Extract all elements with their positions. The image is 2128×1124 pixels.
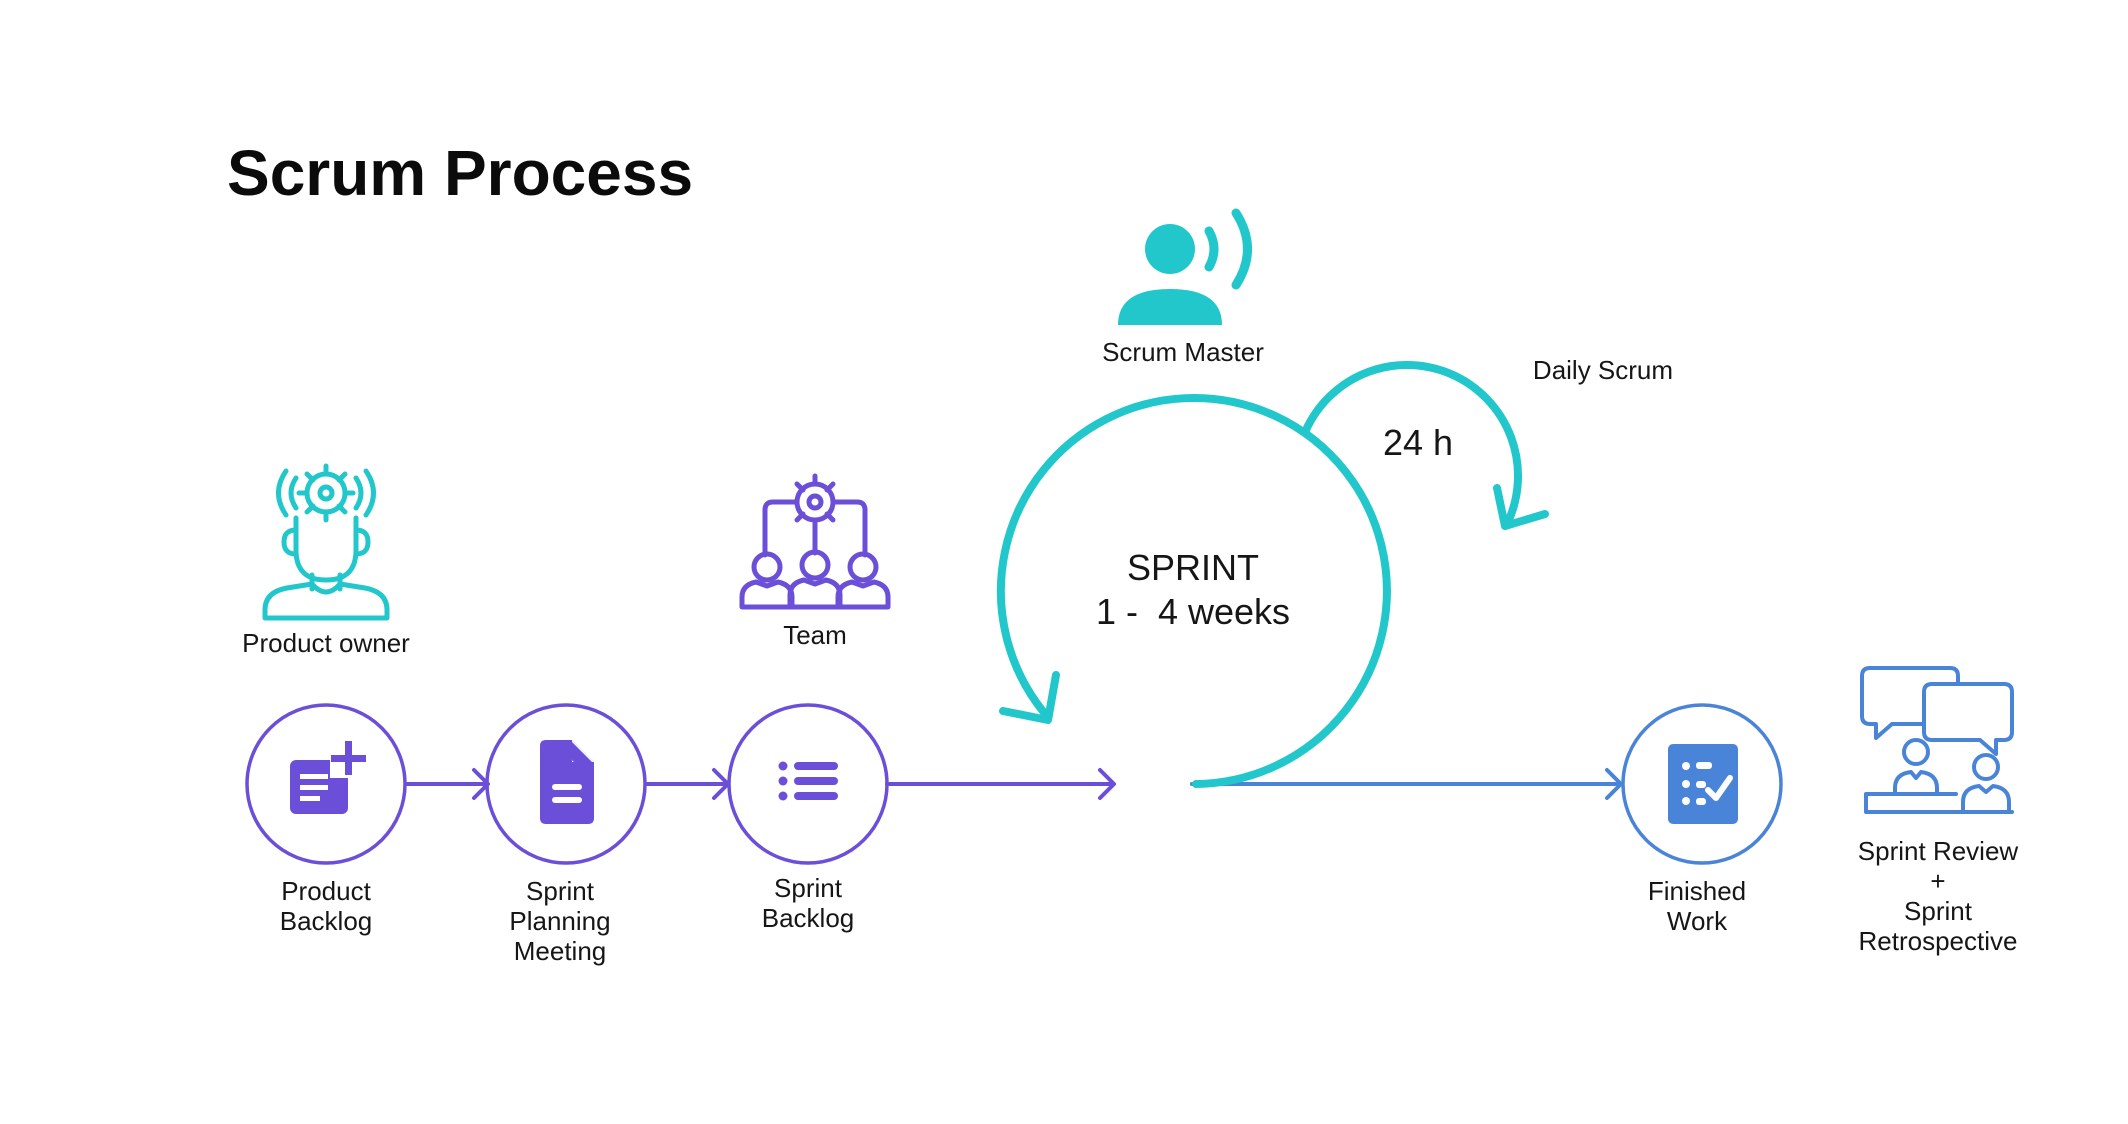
review-label-line4: Retrospective [1859,926,2018,956]
sprint-backlog-circle [727,703,889,865]
daily-scrum-duration: 24 h [1383,422,1453,463]
daily-scrum-arrow [1302,361,1549,530]
sprint-planning-label-line3: Meeting [514,936,607,966]
sprint-cycle-arrow [996,394,1391,788]
product-backlog-label-line2: Backlog [280,906,373,936]
finished-work-label-line1: Finished [1648,876,1746,906]
sprint-backlog-label-line2: Backlog [762,903,855,933]
backlog-add-icon [290,740,368,814]
sprint-planning-label-line1: Sprint [526,876,595,906]
review-label-line2: + [1930,866,1945,896]
page-title: Scrum Process [227,137,694,209]
flow-arrows [404,768,1623,800]
review-label-line1: Sprint Review [1858,836,2019,866]
product-owner-icon [262,463,390,621]
review-meeting-icon [1860,666,2014,814]
product-backlog-label-line1: Product [281,876,371,906]
document-icon [540,740,594,824]
sprint-label: SPRINT [1127,547,1259,588]
product-owner-label: Product owner [242,628,410,658]
finished-work-label-line2: Work [1667,906,1728,936]
product-backlog-circle [245,703,407,865]
sprint-planning-circle [485,703,647,865]
scrum-master-label: Scrum Master [1102,337,1264,367]
finished-work-circle [1621,703,1783,865]
sprint-backlog-label-line1: Sprint [774,873,843,903]
sprint-planning-label-line2: Planning [509,906,610,936]
sprint-duration: 1 - 4 weeks [1096,591,1290,632]
checklist-icon [1668,744,1738,824]
daily-scrum-label: Daily Scrum [1533,355,1673,385]
review-label-line3: Sprint [1904,896,1973,926]
scrum-master-icon [1118,208,1252,325]
list-icon [778,761,838,801]
team-label: Team [783,620,847,650]
team-icon [739,473,891,610]
